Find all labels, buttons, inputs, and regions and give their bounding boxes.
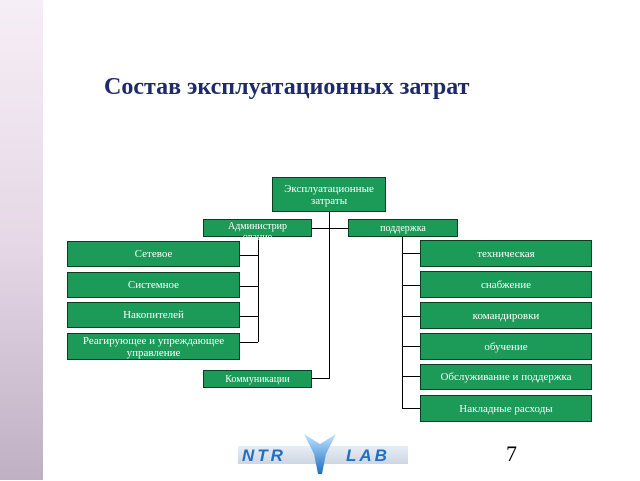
support-child-label: снабжение bbox=[481, 278, 531, 291]
admin-child-system: Системное bbox=[67, 272, 240, 298]
administration-node: Администрирование bbox=[203, 219, 312, 243]
admin-child-management: Реагирующее и упреждающее управление bbox=[67, 333, 240, 360]
admin-child-storage: Накопителей bbox=[67, 302, 240, 328]
support-child-overhead: Накладные расходы bbox=[420, 395, 592, 422]
admin-child-label: Реагирующее и упреждающее управление bbox=[82, 334, 225, 359]
admin-child-label: Системное bbox=[127, 279, 180, 291]
connector-line bbox=[402, 376, 420, 377]
connector-line bbox=[240, 255, 258, 256]
connector-line bbox=[240, 342, 258, 343]
connector-line bbox=[402, 316, 420, 317]
support-child-travel: командировки bbox=[420, 302, 592, 329]
support-child-label: техническая bbox=[477, 247, 535, 260]
logo-right-text: LAB bbox=[346, 446, 390, 465]
support-child-label: Обслуживание и поддержка bbox=[440, 371, 572, 383]
connector-line bbox=[402, 237, 403, 408]
support-child-label: обучение bbox=[484, 340, 528, 353]
root-node-label: Эксплуатационные затраты bbox=[284, 182, 374, 207]
support-child-supply: снабжение bbox=[420, 271, 592, 298]
page-number: 7 bbox=[506, 441, 517, 466]
connector-line bbox=[329, 212, 330, 378]
communications-node-label: Коммуникации bbox=[225, 373, 290, 385]
side-decoration-strip bbox=[0, 0, 43, 480]
connector-line bbox=[402, 408, 420, 409]
root-node: Эксплуатационные затраты bbox=[272, 177, 386, 212]
logo-left-text: NTR bbox=[242, 446, 286, 465]
admin-child-network: Сетевое bbox=[67, 241, 240, 267]
connector-line bbox=[402, 346, 420, 347]
support-node-label: поддержка bbox=[380, 222, 426, 234]
support-child-maintenance: Обслуживание и поддержка bbox=[420, 364, 592, 390]
slide-title: Состав эксплуатационных затрат bbox=[104, 74, 470, 100]
connector-line bbox=[312, 378, 330, 379]
admin-child-label: Накопителей bbox=[123, 309, 184, 321]
support-child-label: командировки bbox=[472, 309, 540, 322]
support-child-label: Накладные расходы bbox=[459, 402, 553, 415]
connector-line bbox=[312, 228, 348, 229]
support-child-technical: техническая bbox=[420, 240, 592, 267]
ntr-lab-logo: NTR LAB bbox=[234, 432, 412, 476]
ntr-lab-logo-graphic: NTR LAB bbox=[234, 432, 412, 476]
connector-line bbox=[240, 316, 258, 317]
connector-line bbox=[402, 285, 420, 286]
support-child-training: обучение bbox=[420, 333, 592, 360]
support-node: поддержка bbox=[348, 219, 458, 237]
connector-line bbox=[402, 253, 420, 254]
connector-line bbox=[240, 286, 258, 287]
admin-child-label: Сетевое bbox=[134, 248, 173, 260]
administration-node-label: Администрирование bbox=[228, 221, 287, 243]
connector-line bbox=[258, 237, 259, 342]
communications-node: Коммуникации bbox=[203, 370, 312, 388]
